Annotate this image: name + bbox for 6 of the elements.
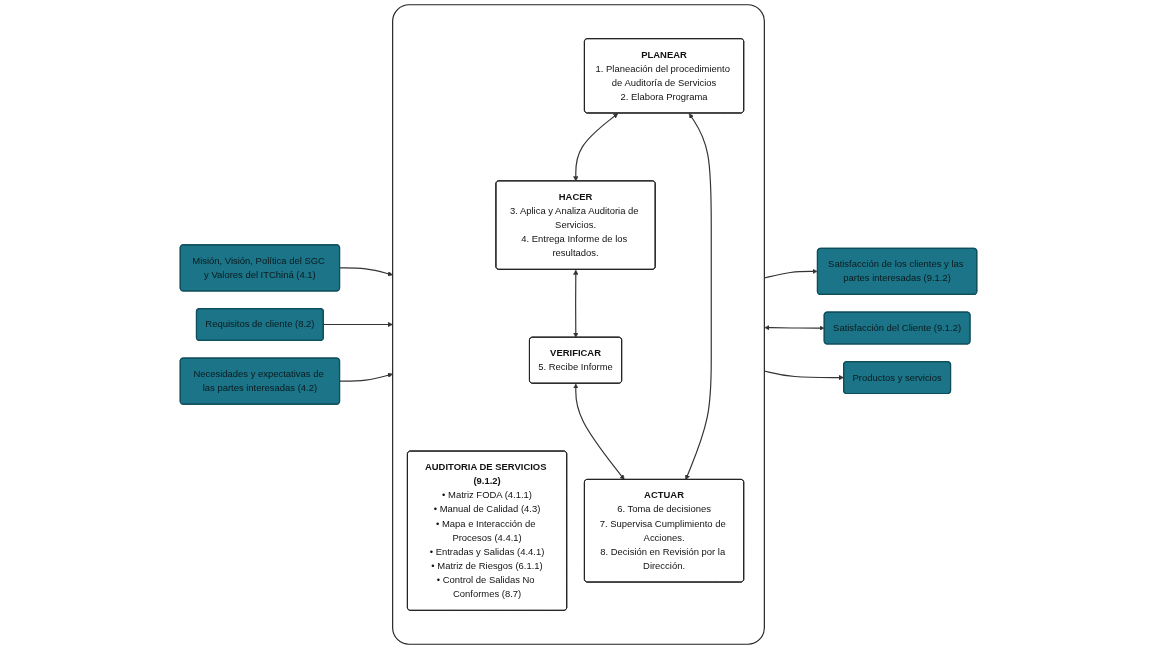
arrow	[573, 383, 625, 480]
arrow	[573, 269, 579, 338]
arrow	[764, 325, 825, 331]
arrow	[685, 113, 712, 480]
cluster	[392, 4, 765, 645]
arrow	[573, 113, 619, 182]
